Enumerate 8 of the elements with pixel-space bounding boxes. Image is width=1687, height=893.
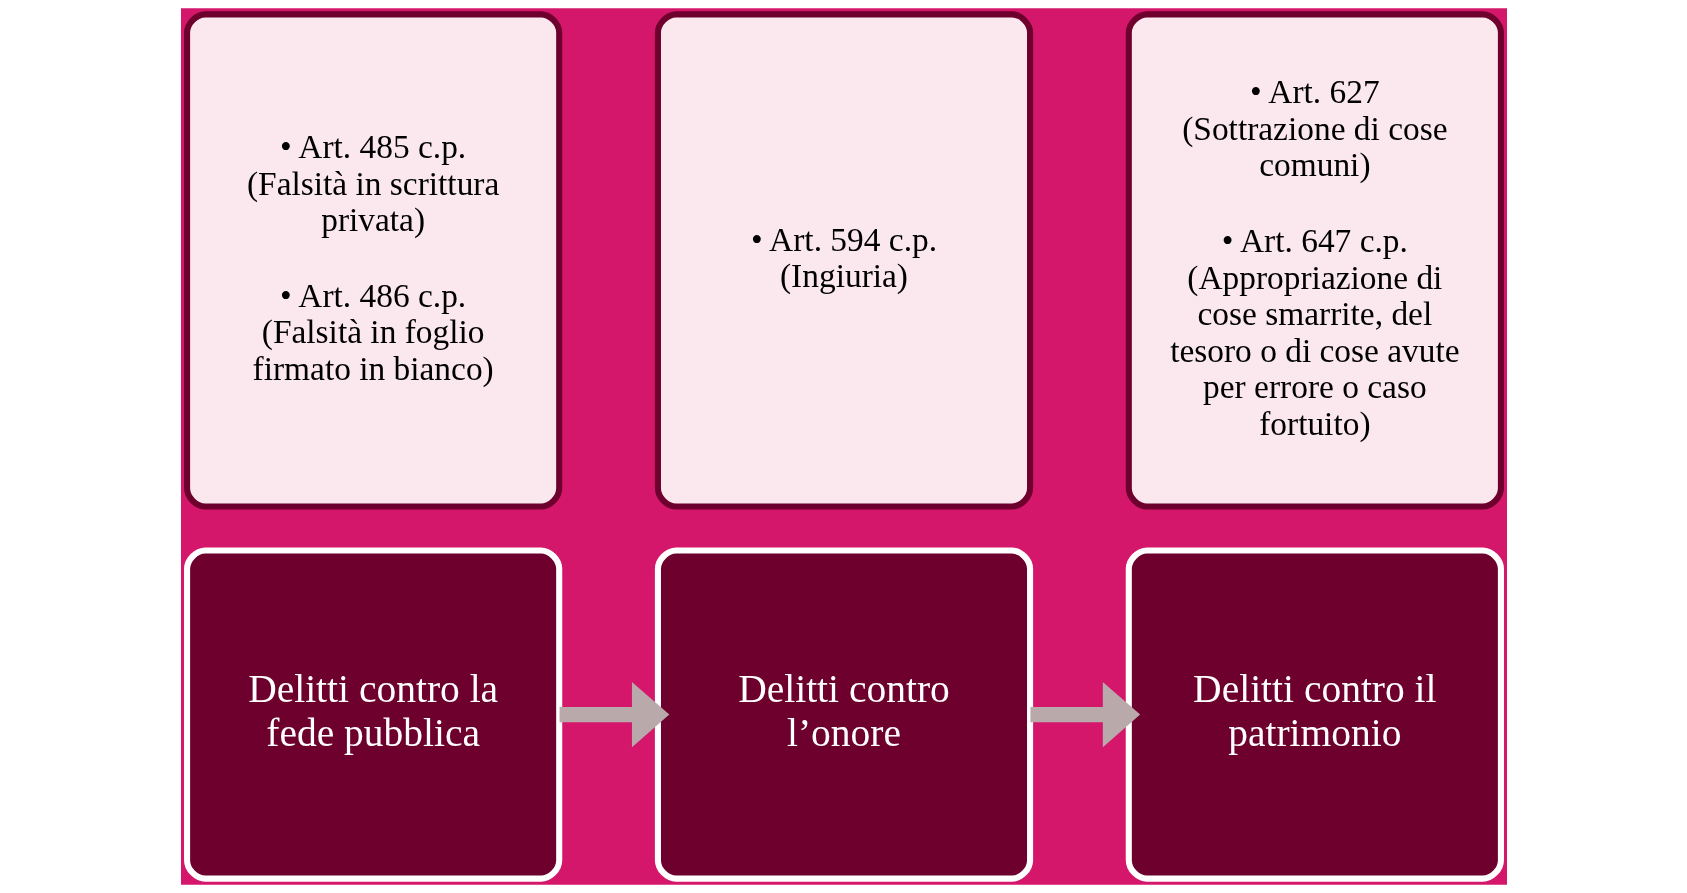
node-box: • Art. 627 (Sottrazione di cose comuni) • Art. 647 c.p. (Appropriazione di cose smarrite, del tesoro o di cose avute per errore o caso fortuito) [1125,11,1504,510]
node-box: Delitti contro il patrimonio [1125,547,1504,882]
node-box: Delitti contro l’onore [654,547,1033,882]
node-box: • Art. 485 c.p. (Falsità in scrittura privata) • Art. 486 c.p. (Falsità in foglio firmato in bianco) [183,11,562,510]
node-box: • Art. 594 c.p. (Ingiuria) [654,11,1033,510]
arrow [559,681,669,748]
arrow [1029,681,1140,748]
node-box: Delitti contro la fede pubblica [183,547,562,882]
